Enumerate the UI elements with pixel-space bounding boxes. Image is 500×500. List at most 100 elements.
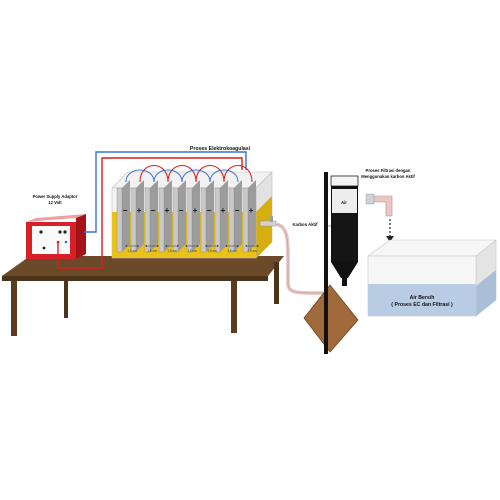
electrode-plate-side [122,180,130,252]
electrode-plate-side [206,180,214,252]
carbon-column [324,172,359,354]
gap-arrow-head [165,245,167,247]
table-leg-front-right [231,281,237,333]
gap-label: 1,5 cm [187,249,197,253]
electrode-plate-side [192,180,200,252]
electrode-plate-side [220,180,228,252]
label-air-bersih-line1: Air Bersih [410,295,435,301]
gap-label: 1,5 cm [167,249,177,253]
sediment-box [303,284,359,353]
outlet-tap [259,216,277,227]
gap-label: 1,5 cm [207,249,217,253]
electrode-plate-face [158,187,165,253]
electrode-connection [153,169,183,183]
column-top [330,175,359,187]
power-supply-terminal [64,240,68,244]
power-supply-knob [39,230,43,234]
gap-arrow-head [177,245,179,247]
electrode-plate-face [186,187,193,253]
electrode-gaps: 1,5 cm 1,5 cm 1,5 cm 1,5 cm 1,5 cm 1,5 cm 1,5 … [125,245,259,253]
electrode-plate [144,180,158,253]
electrode-sign: − [207,206,212,215]
label-power-supply-line2: 12 Volt [48,200,62,205]
electrode-sign: − [235,206,240,215]
tap-handle [270,216,273,222]
sediment-box-body [303,284,359,353]
electrode-sign: + [249,206,254,215]
power-wires [57,151,247,269]
table-leg-front-left [11,281,17,336]
tap-valve [365,193,375,205]
gap-label: 1,5 cm [227,249,237,253]
gap-arrow-head [125,245,127,247]
gap-label: 1,5 cm [147,249,157,253]
wire-red [57,157,243,269]
electrode-plate-face [214,187,221,253]
power-supply-terminal [56,240,60,244]
column-stand [324,172,328,354]
label-air-bersih-line2: ( Proses EC dan Filtrasi ) [391,302,453,308]
electrode-sign: − [123,206,128,215]
tap-body [259,220,277,227]
electrode-sign: − [179,206,184,215]
power-supply [26,214,86,259]
label-filtrasi-line1: Proses Filtrasi dengan [366,168,411,173]
electrode-connection [209,169,239,183]
filtration-tap [365,193,393,217]
gap-arrow-head [185,245,187,247]
label-elektrokoagulasi: Proses Elektrokoagulasi [190,146,251,152]
electrode-plate [200,180,214,253]
electrode-sign: + [137,206,142,215]
electrode-plate-side [150,180,158,252]
table-leg-back-right [274,262,279,304]
power-supply-panel [32,226,70,254]
label-karbon-aktif: Karbon Aktif [293,222,319,227]
electrode-plate-side [248,180,256,252]
label-air: Air [341,200,347,205]
electrode-connection [139,165,169,183]
electrode-plate [214,180,228,253]
gap-label: 1,5 cm [127,249,137,253]
gap-arrow-head [205,245,207,247]
clean-tank-water-side [476,270,496,316]
electrode-sign: + [193,206,198,215]
clean-tank-top [367,239,497,257]
electrode-plate [242,180,256,253]
gap-label: 1,5 cm [247,249,257,253]
electrode-arcs [125,165,253,183]
power-supply-knob [58,230,62,234]
electrode-plate-side [178,180,186,252]
column-carbon [332,213,357,261]
hose-outline [275,223,328,294]
electrode-plate [158,180,172,253]
electrode-plate [228,180,242,253]
electrode-plate [186,180,200,253]
electrode-sign: + [221,206,226,215]
gap-arrow-head [237,245,239,247]
electrode-plate [116,180,130,253]
electrode-plate-face [172,187,179,253]
electrode-plate [172,180,186,253]
electrode-plate-face [228,187,235,253]
power-supply-side [76,214,86,259]
electrode-sign: + [165,206,170,215]
electrode-plate-face [130,187,137,253]
gap-arrow-head [245,245,247,247]
label-power-supply-line1: Power Supply Adaptor [33,194,78,199]
gap-arrow-head [257,245,259,247]
electrode-plate-face [242,187,249,253]
clean-water-tank [367,239,497,317]
electrode-plates: −+−+−+−+−+ [116,180,256,253]
electrode-plate-face [200,187,207,253]
electrode-plate-side [164,180,172,252]
electrode-plate-side [136,180,144,252]
tank-water-side [256,196,272,258]
gap-arrow-head [197,245,199,247]
column-outlet [342,278,347,286]
label-filtrasi-line2: Menggunakan karbon Aktif [361,174,415,179]
power-supply-knob [63,230,67,234]
gap-arrow-head [225,245,227,247]
